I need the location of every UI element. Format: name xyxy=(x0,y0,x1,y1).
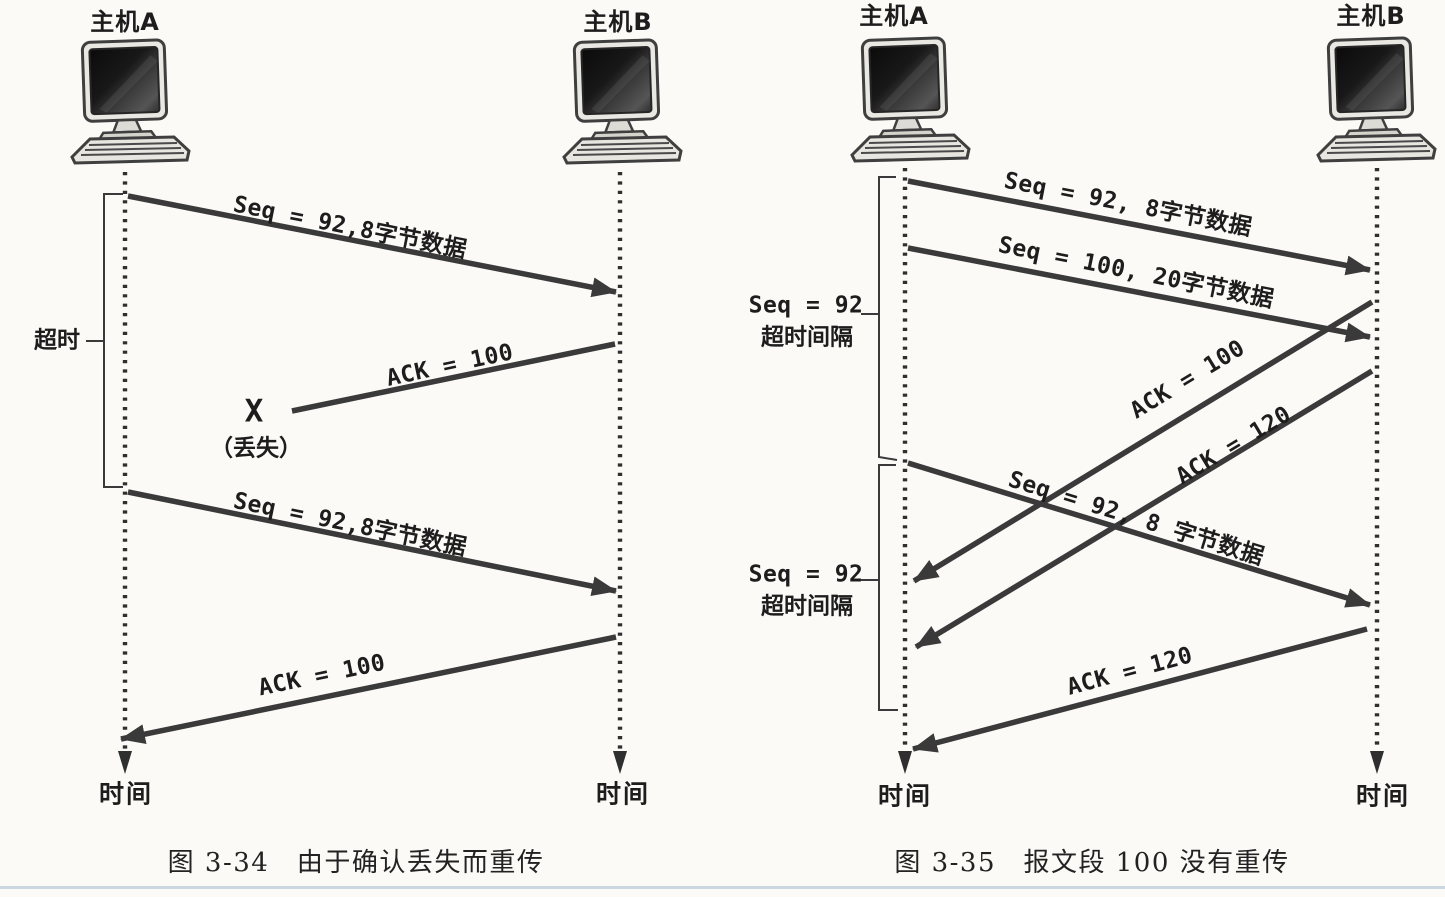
page-bottom-rule xyxy=(0,886,1445,889)
ack-120-final-arrow xyxy=(912,626,1368,753)
timeline-arrowhead xyxy=(898,751,912,774)
timeout-interval-bracket-1 xyxy=(861,176,898,461)
fig-3-35-artwork xyxy=(850,36,1437,774)
time-label-b: 时间 xyxy=(595,779,651,809)
time-label-b: 时间 xyxy=(1355,781,1411,811)
host-b-label: 主机B xyxy=(583,8,653,36)
computer-icon xyxy=(850,36,971,163)
seq-92-retransmit-arrow xyxy=(127,489,617,597)
ack-100-arrow xyxy=(912,299,1374,584)
figure-caption: 图 3-35 报文段 100 没有重传 xyxy=(894,848,1290,878)
timeout-label: 超时 xyxy=(34,327,80,354)
timeout-interval-2-seq-label: Seq = 92 xyxy=(748,561,864,588)
timeout-interval-1-text-label: 超时间隔 xyxy=(761,324,853,351)
seq-100-arrow xyxy=(907,245,1371,343)
timeout-bracket xyxy=(86,193,123,488)
loss-note: （丢失） xyxy=(210,435,302,462)
timeout-interval-bracket-2 xyxy=(861,464,898,711)
ack-100-arrow xyxy=(120,634,617,744)
timeout-interval-2-text-label: 超时间隔 xyxy=(761,593,853,620)
timeline-arrowhead xyxy=(1370,751,1384,774)
host-a-label: 主机A xyxy=(90,8,160,36)
figure-caption: 图 3-34 由于确认丢失而重传 xyxy=(167,848,545,878)
seq-92-arrow xyxy=(127,193,617,298)
computer-icon xyxy=(562,38,683,165)
ack-100-lost-line xyxy=(291,341,616,414)
fig-3-34-artwork xyxy=(70,38,683,774)
host-b-label: 主机B xyxy=(1336,2,1406,30)
host-a-label: 主机A xyxy=(859,2,929,30)
time-label-a: 时间 xyxy=(98,779,154,809)
timeline-arrowhead xyxy=(613,751,627,774)
computer-icon xyxy=(70,38,191,165)
seq-92-arrow xyxy=(907,178,1371,276)
loss-x-mark: X xyxy=(244,393,264,430)
time-label-a: 时间 xyxy=(877,781,933,811)
timeout-interval-1-seq-label: Seq = 92 xyxy=(748,292,864,319)
timeline-arrowhead xyxy=(118,751,132,774)
ack-120-arrow xyxy=(914,368,1374,650)
computer-icon xyxy=(1316,36,1437,163)
seq-92-retransmit-arrow xyxy=(907,460,1371,608)
